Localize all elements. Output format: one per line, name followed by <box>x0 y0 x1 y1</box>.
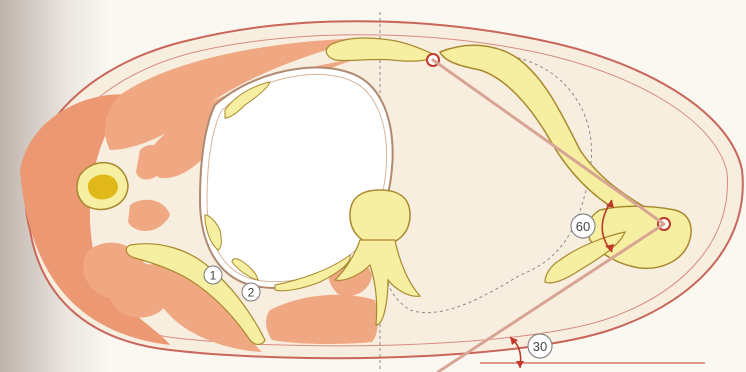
callout-marker-2: 2 <box>242 283 260 301</box>
callout-marker-1-label: 1 <box>210 269 217 283</box>
angle-label-60: 60 <box>571 214 595 238</box>
angle-label-30: 30 <box>528 334 552 358</box>
callout-marker-1: 1 <box>204 266 222 284</box>
angle-label-60-text: 60 <box>576 219 590 234</box>
vertebra-body <box>350 190 410 245</box>
angle-label-30-text: 30 <box>533 339 547 354</box>
callout-marker-2-label: 2 <box>248 286 255 300</box>
